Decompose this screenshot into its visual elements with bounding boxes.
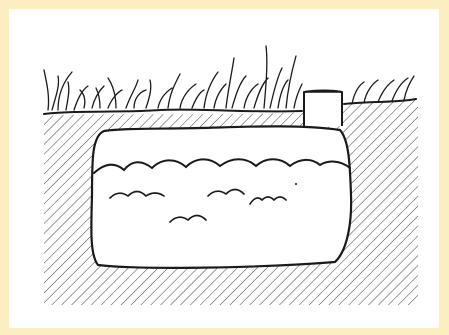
speck [295, 183, 297, 185]
tank-riser [304, 91, 342, 129]
ground-line [44, 110, 302, 114]
grass [44, 46, 414, 110]
tank-body [91, 126, 351, 267]
